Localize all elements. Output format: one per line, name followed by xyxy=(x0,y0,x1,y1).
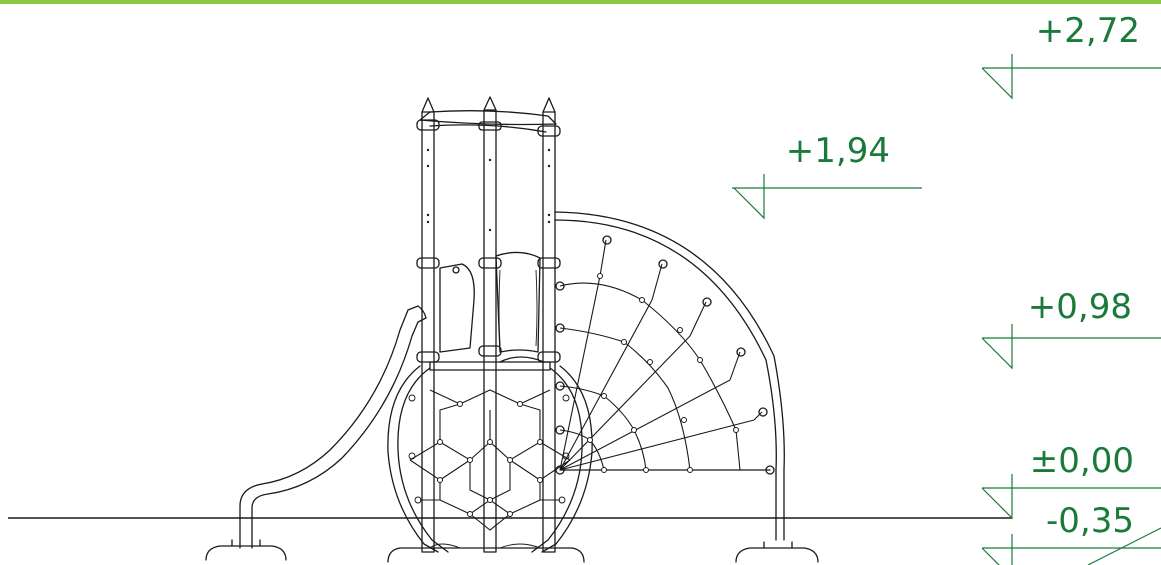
elevation-marker: +2,72 xyxy=(981,11,1161,100)
elevation-triangle-icon xyxy=(981,534,1013,565)
elevation-marker: +1,94 xyxy=(732,131,922,220)
elevation-label: +1,94 xyxy=(786,131,890,171)
slide xyxy=(205,305,427,561)
elevation-marker: -0,35 xyxy=(981,501,1161,565)
elevation-marker: +0,98 xyxy=(981,287,1161,370)
elevation-label: +0,98 xyxy=(1028,287,1132,327)
elevation-triangle-icon xyxy=(981,324,1013,370)
elevation-triangle-icon xyxy=(981,474,1013,520)
elevation-label: +2,72 xyxy=(1036,11,1140,51)
elevation-triangle-icon xyxy=(981,54,1013,100)
play-tower xyxy=(416,96,561,553)
elevation-hatch xyxy=(1087,527,1161,565)
top-accent-band xyxy=(0,0,1161,4)
elevation-triangle-icon xyxy=(733,174,765,220)
quarter-round-net xyxy=(554,211,819,563)
front-net-frame xyxy=(387,365,593,563)
elevation-marker: ±0,00 xyxy=(981,441,1161,520)
elevation-label: -0,35 xyxy=(1046,501,1134,541)
elevation-label: ±0,00 xyxy=(1030,441,1134,481)
